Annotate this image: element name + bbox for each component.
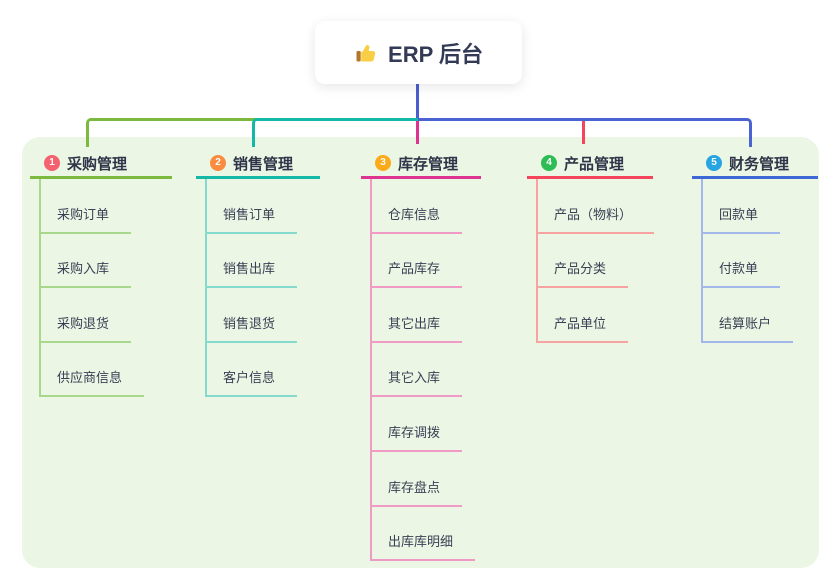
mindmap-node[interactable]: 产品库存: [370, 234, 463, 289]
connector-branch-4: [582, 121, 585, 144]
branch-item-list: 回款单 付款单 结算账户: [701, 179, 818, 343]
mindmap-node[interactable]: 采购入库: [39, 234, 132, 289]
mindmap-node[interactable]: 销售订单: [205, 179, 298, 234]
mindmap-panel: [22, 137, 819, 568]
mindmap-node[interactable]: 采购订单: [39, 179, 132, 234]
mindmap-node[interactable]: 库存盘点: [370, 452, 463, 507]
badge-4: 4: [541, 155, 557, 171]
branch-title: 财务管理: [729, 155, 790, 173]
branch-item-list: 采购订单 采购入库 采购退货 供应商信息: [39, 179, 172, 398]
mindmap-node[interactable]: 出库库明细: [370, 507, 476, 562]
branch-title: 库存管理: [398, 155, 459, 173]
mindmap-node[interactable]: 销售出库: [205, 234, 298, 289]
mindmap-node[interactable]: 产品单位: [536, 288, 629, 343]
branch-item-list: 销售订单 销售出库 销售退货 客户信息: [205, 179, 320, 398]
mindmap-node[interactable]: 其它出库: [370, 288, 463, 343]
connector-branch-2: [252, 118, 421, 147]
thumbs-up-icon: [354, 41, 378, 65]
branch-title: 销售管理: [233, 155, 294, 173]
branch-header-product[interactable]: 4 产品管理: [527, 150, 653, 179]
branch-child-connector: [536, 179, 538, 341]
badge-5: 5: [706, 155, 722, 171]
branch-finance-management: 5 财务管理 回款单 付款单 结算账户: [692, 150, 818, 343]
branch-sales-management: 2 销售管理 销售订单 销售出库 销售退货 客户信息: [196, 150, 320, 398]
mindmap-node[interactable]: 其它入库: [370, 343, 463, 398]
mindmap-node[interactable]: 付款单: [701, 234, 781, 289]
branch-child-connector: [370, 179, 372, 559]
badge-3: 3: [375, 155, 391, 171]
branch-header-inventory[interactable]: 3 库存管理: [361, 150, 481, 179]
mindmap-node[interactable]: 产品（物料）: [536, 179, 655, 234]
badge-2: 2: [210, 155, 226, 171]
branch-title: 采购管理: [67, 155, 128, 173]
mindmap-node[interactable]: 库存调拨: [370, 397, 463, 452]
branch-inventory-management: 3 库存管理 仓库信息 产品库存 其它出库 其它入库 库存调拨 库存盘点 出库库…: [361, 150, 481, 562]
mindmap-node[interactable]: 产品分类: [536, 234, 629, 289]
root-node-label: ERP 后台: [388, 41, 483, 67]
branch-title: 产品管理: [564, 155, 625, 173]
mindmap-node[interactable]: 供应商信息: [39, 343, 145, 398]
mindmap-node[interactable]: 采购退货: [39, 288, 132, 343]
mindmap-node[interactable]: 回款单: [701, 179, 781, 234]
connector-branch-5: [418, 118, 752, 147]
connector-branch-3: [416, 121, 419, 144]
branch-item-list: 仓库信息 产品库存 其它出库 其它入库 库存调拨 库存盘点 出库库明细: [370, 179, 481, 562]
connector-branch-1: [86, 118, 256, 147]
branch-child-connector: [205, 179, 207, 395]
mindmap-node[interactable]: 客户信息: [205, 343, 298, 398]
branch-child-connector: [701, 179, 703, 341]
branch-item-list: 产品（物料） 产品分类 产品单位: [536, 179, 655, 343]
branch-purchase-management: 1 采购管理 采购订单 采购入库 采购退货 供应商信息: [30, 150, 172, 398]
branch-header-sales[interactable]: 2 销售管理: [196, 150, 320, 179]
badge-1: 1: [44, 155, 60, 171]
root-node-erp-backend[interactable]: ERP 后台: [315, 21, 522, 84]
root-connector-line: [416, 84, 419, 121]
branch-header-finance[interactable]: 5 财务管理: [692, 150, 818, 179]
mindmap-node[interactable]: 仓库信息: [370, 179, 463, 234]
branch-child-connector: [39, 179, 41, 395]
mindmap-node[interactable]: 结算账户: [701, 288, 794, 343]
branch-product-management: 4 产品管理 产品（物料） 产品分类 产品单位: [527, 150, 655, 343]
branch-header-purchase[interactable]: 1 采购管理: [30, 150, 172, 179]
mindmap-node[interactable]: 销售退货: [205, 288, 298, 343]
